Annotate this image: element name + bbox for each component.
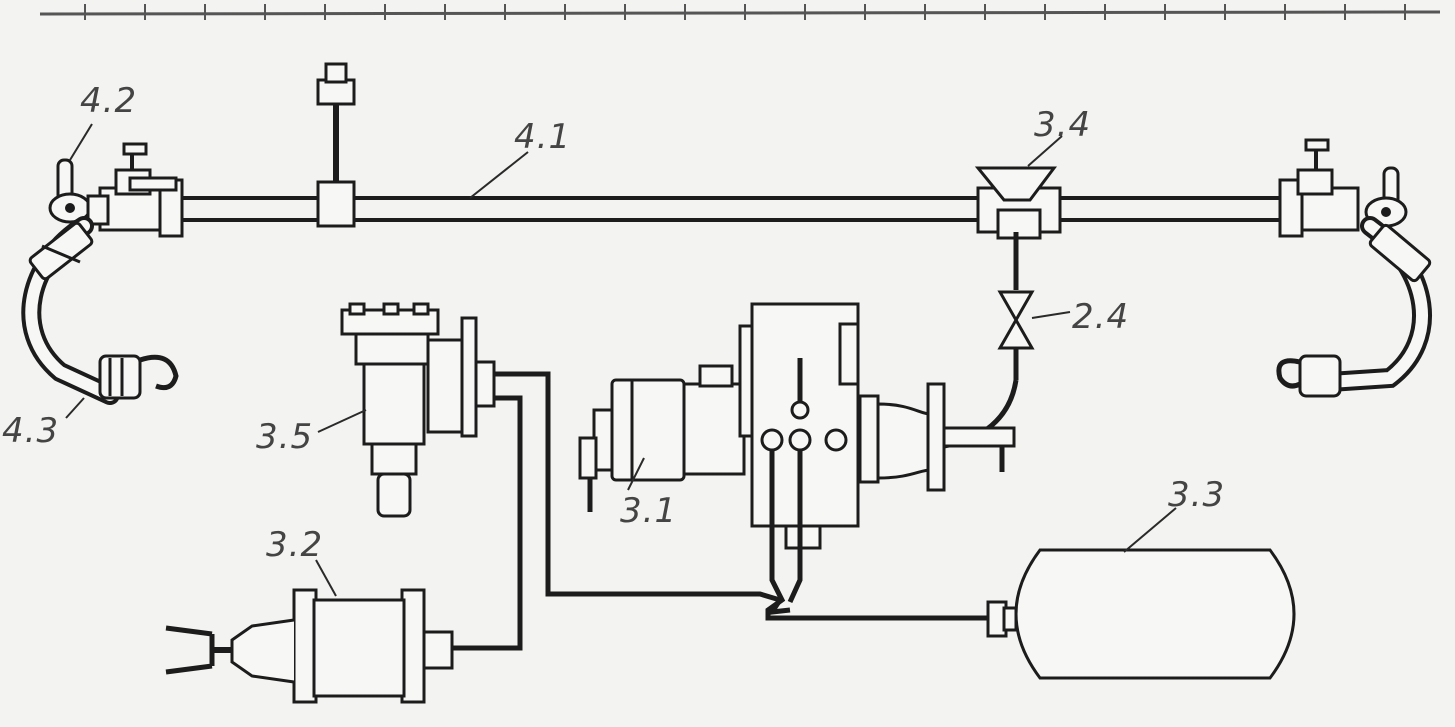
left-end-cock (98, 142, 184, 238)
label-3-4: 3.4 (1034, 105, 1091, 145)
distributor-chamber (858, 382, 1016, 492)
label-4-3: 4.3 (2, 411, 59, 451)
label-4-2: 4.2 (80, 81, 137, 121)
connecting-pipes (450, 371, 990, 651)
isolating-valve (943, 290, 1035, 449)
label-3-2: 3.2 (266, 525, 323, 565)
leader-lines (65, 123, 1177, 597)
left-coupling-hose (21, 216, 179, 405)
labels: 4.2 4.1 3.4 2.4 4.3 3.5 3.1 3.3 3.2 (2, 81, 1225, 565)
upper-tee-fitting (316, 62, 356, 228)
left-valve-handle (48, 158, 110, 226)
right-coupling-hose (1276, 216, 1432, 398)
top-ruler (39, 4, 1441, 20)
right-end-cock (1278, 138, 1360, 238)
label-4-1: 4.1 (514, 117, 571, 157)
label-2-4: 2.4 (1072, 297, 1129, 337)
dirt-collector-tee (974, 166, 1062, 290)
label-3-1: 3.1 (620, 491, 677, 531)
air-reservoir (986, 548, 1296, 680)
component-3-5 (340, 302, 496, 518)
label-3-3: 3.3 (1168, 475, 1225, 515)
component-3-2 (165, 588, 454, 704)
component-3-1 (578, 364, 746, 512)
main-brake-pipe (178, 196, 1282, 222)
label-3-5: 3.5 (256, 417, 313, 457)
